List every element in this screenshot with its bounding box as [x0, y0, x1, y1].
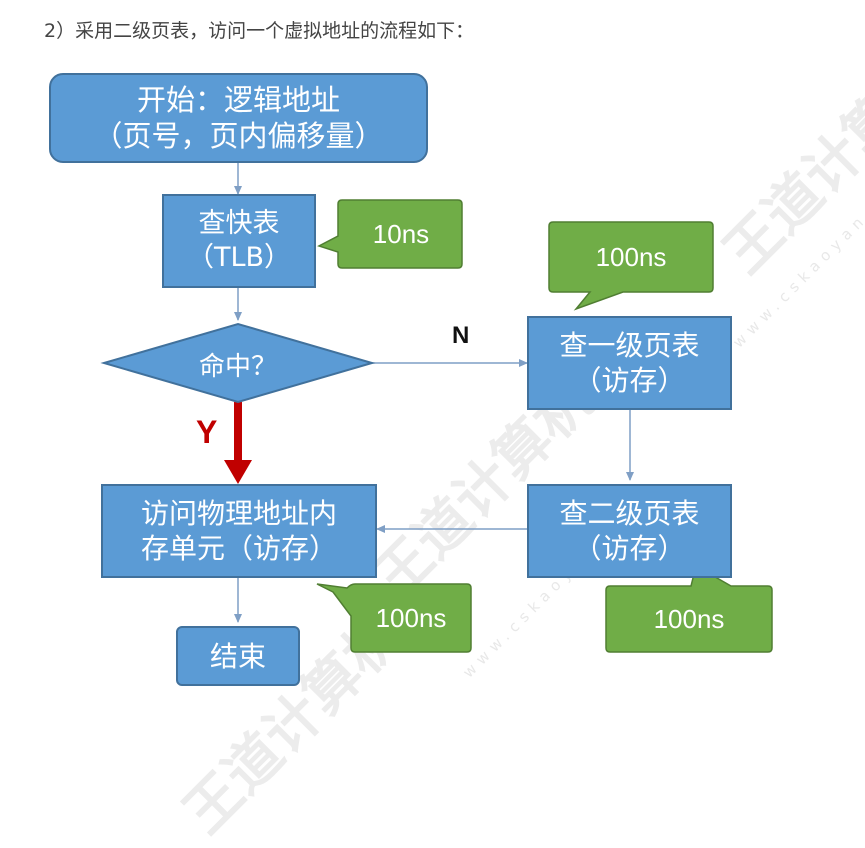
end-node: 结束: [176, 626, 300, 686]
page-heading: 2）采用二级页表，访问一个虚拟地址的流程如下：: [44, 20, 475, 42]
note-access-text: 100ns: [375, 602, 447, 633]
note-tlb-text: 10ns: [372, 218, 430, 249]
tlb-node-line1: 查快表: [198, 208, 280, 240]
decision-hit-label: 命中？: [198, 352, 277, 382]
decision-hit-shape: [100, 322, 376, 404]
start-node-line1: 开始：逻辑地址: [136, 82, 340, 117]
access-node-line2: 存单元（访存）: [140, 532, 337, 565]
edge-hit-yes-head: [224, 460, 252, 484]
start-node: 开始：逻辑地址 （页号，页内偏移量）: [49, 73, 428, 163]
note-access-shape: [316, 583, 472, 653]
access-node-line1: 访问物理地址内: [140, 497, 337, 530]
pt2-node: 查二级页表 （访存）: [527, 484, 732, 578]
tlb-node-line2: （TLB）: [186, 242, 292, 273]
pt2-node-line1: 查二级页表: [559, 497, 700, 530]
note-tlb-shape: [317, 199, 463, 269]
flow-connectors: [100, 163, 773, 653]
note-pt2-text: 100ns: [653, 603, 725, 634]
edge-label-yes: Y: [196, 414, 218, 450]
pt2-node-line2: （访存）: [573, 532, 686, 565]
tlb-node: 查快表 （TLB）: [162, 194, 316, 288]
pt1-node-line2: （访存）: [573, 364, 686, 397]
access-node: 访问物理地址内 存单元（访存）: [101, 484, 377, 578]
start-node-line2: （页号，页内偏移量）: [93, 119, 384, 153]
pt1-node-line1: 查一级页表: [559, 329, 700, 362]
note-pt1-text: 100ns: [595, 241, 667, 272]
note-pt2-shape: [605, 564, 773, 653]
pt1-node: 查一级页表 （访存）: [527, 316, 732, 410]
edge-label-no: N: [452, 322, 470, 349]
note-pt1-shape: [548, 221, 714, 311]
